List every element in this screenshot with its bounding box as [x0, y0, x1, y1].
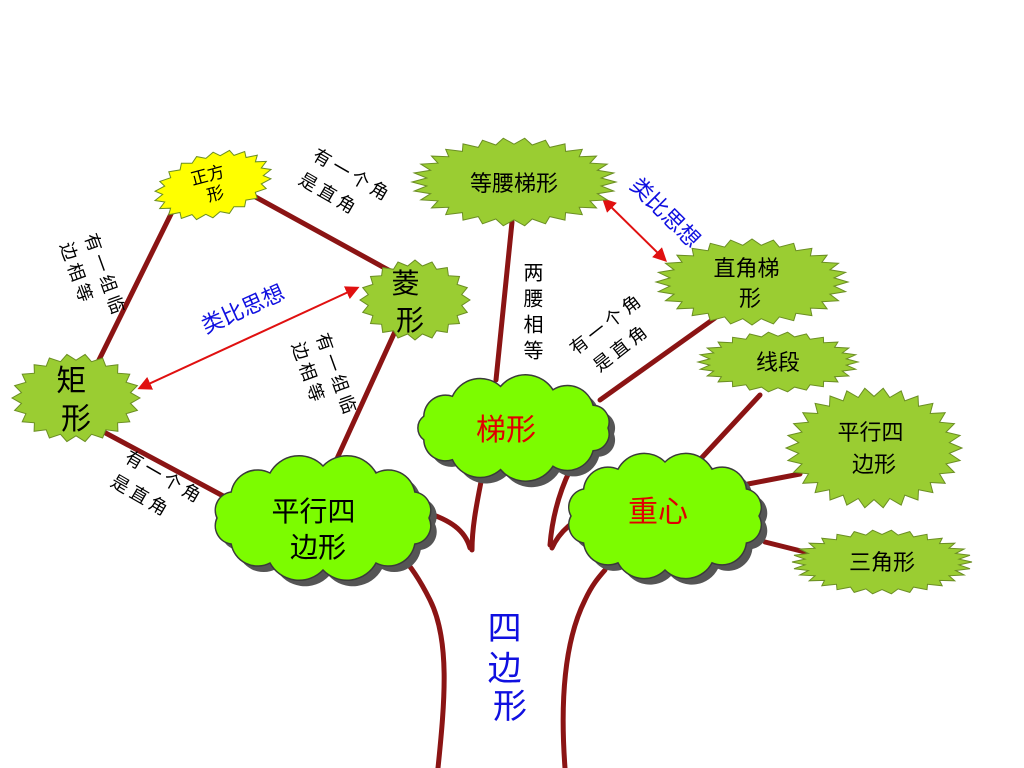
branch-rectangle-square — [92, 209, 175, 371]
parallelogram-small-leaf — [784, 387, 964, 509]
rectangle-leaf — [10, 353, 142, 443]
trunk-right — [560, 567, 608, 768]
triangle-label: 三角形 — [849, 551, 915, 576]
right-trapezoid-leaf — [654, 238, 850, 326]
rhombus-leaf — [359, 259, 471, 341]
branch-parallelogram-rhombus — [332, 322, 401, 466]
node-labels: 正方 形 菱 形 矩 形 等腰梯形 直角梯 形 梯形 平行四 边形 重心 线段 … — [56, 162, 915, 727]
relation-parallelogram-rhombus: 有一组临 边相等 — [287, 330, 365, 438]
tree-branches — [92, 192, 808, 768]
analogy-arrow-left — [137, 286, 360, 390]
branch-trapezoid-isosceles — [493, 219, 515, 383]
branch-to-centroid-a — [547, 467, 573, 548]
centroid-cloud — [568, 452, 768, 585]
relation-rhombus-square: 有一个角 是直角 — [295, 145, 404, 236]
rectangle-label: 矩 形 — [56, 364, 96, 437]
segment-leaf — [696, 331, 860, 393]
isosceles-trapezoid-label: 等腰梯形 — [470, 172, 558, 197]
square-leaf — [153, 149, 273, 221]
segment-label: 线段 — [756, 351, 800, 376]
analogy-label-left: 类比思想 — [198, 281, 289, 340]
trunk-left — [397, 552, 447, 768]
isosceles-trapezoid-leaf — [410, 137, 618, 227]
analogy-arrow-right — [602, 198, 667, 262]
branch-centroid-segment — [692, 392, 763, 468]
analogy-arrows — [137, 198, 667, 390]
branch-centroid-parallelogram-leaf — [745, 471, 803, 487]
analogy-label-right: 类比思想 — [625, 173, 705, 253]
centroid-label: 重心 — [628, 495, 688, 530]
relation-trapezoid-isosceles: 两腰相等 — [520, 262, 544, 366]
rhombus-label: 菱 形 — [392, 267, 429, 337]
branch-centroid-triangle — [762, 539, 808, 555]
right-trapezoid-label: 直角梯 形 — [713, 257, 786, 312]
parallelogram-leaf-label: 平行四 边形 — [837, 421, 910, 478]
branch-rectangle-parallelogram — [97, 427, 243, 508]
trapezoid-label: 梯形 — [476, 413, 536, 448]
trapezoid-cloud — [417, 374, 616, 488]
branch-trapezoid-right — [597, 315, 718, 403]
relation-rectangle-square: 有一组临 边相等 — [55, 231, 133, 339]
relation-trapezoid-right: 有一个角 是直角 — [566, 283, 673, 382]
branch-square-rhombus — [249, 192, 395, 275]
triangle-leaf — [791, 529, 973, 595]
parallelogram-label: 平行四 边形 — [272, 495, 365, 564]
quadrilateral-label: 四 边 形 — [488, 609, 533, 727]
parallelogram-cloud — [214, 455, 437, 587]
